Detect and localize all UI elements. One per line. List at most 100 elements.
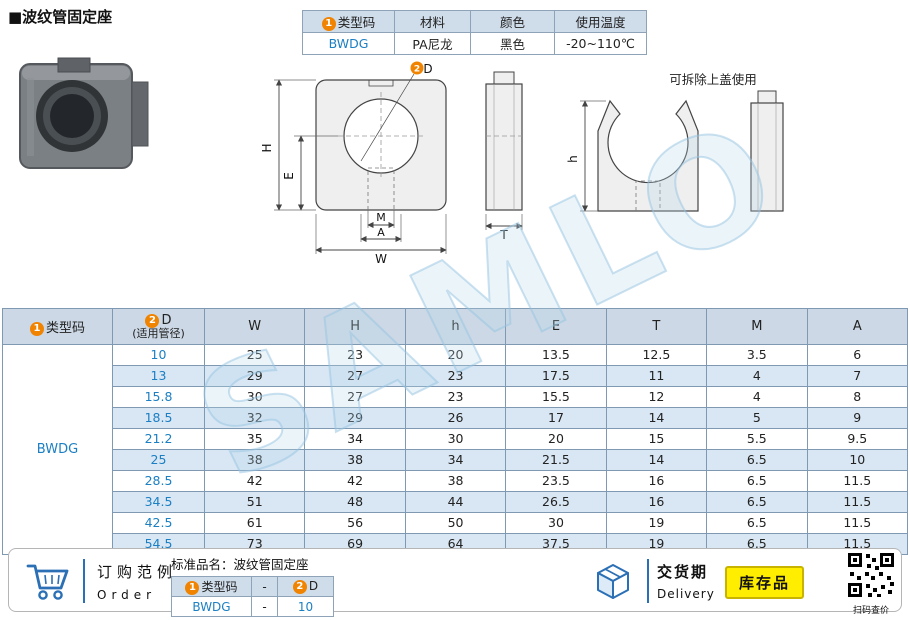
dim-value-cell: 14 — [605, 407, 708, 429]
order-label-en: Order — [97, 588, 157, 602]
dim-value-cell: 29 — [203, 365, 306, 387]
dim-value-cell: 16 — [605, 470, 708, 492]
dim-value-cell: 15 — [605, 428, 708, 450]
dim-value-cell: 42 — [304, 470, 406, 492]
dim-value-cell: 5 — [706, 407, 808, 429]
dim-value-cell: 4 — [706, 365, 808, 387]
order-code-type-value: BWDG — [171, 596, 252, 617]
spec-value-temperature: -20~110℃ — [554, 32, 647, 55]
dim-value-cell: 42 — [203, 470, 306, 492]
order-code-d-value: 10 — [277, 596, 334, 617]
dim-value-cell: 50 — [404, 512, 507, 534]
spec-value-material: PA尼龙 — [394, 32, 471, 55]
spec-header-color: 颜色 — [470, 10, 555, 33]
order-code-separator: - — [251, 596, 278, 617]
technical-drawing: 2 D H E M A W T 可拆除上盖使用 h — [260, 61, 784, 266]
badge-2-icon: 2 — [145, 314, 160, 328]
d-value-cell: 18.5 — [112, 407, 205, 429]
dim-value-cell: 23.5 — [505, 470, 607, 492]
dim-value-cell: 30 — [404, 428, 507, 450]
dim-value-cell: 56 — [304, 512, 406, 534]
dim-value-cell: 11.5 — [806, 470, 909, 492]
dim-value-cell: 15.5 — [505, 386, 607, 408]
drawing-dim-d: D — [423, 62, 432, 76]
dim-value-cell: 11.5 — [806, 512, 909, 534]
drawing-dim-H: H — [260, 143, 274, 152]
dim-value-cell: 16 — [605, 491, 708, 513]
d-value-cell: 10 — [112, 344, 205, 366]
order-label-cn: 订购范例 — [97, 563, 178, 581]
dim-value-cell: 20 — [404, 344, 507, 366]
photo-top-slot — [57, 57, 91, 73]
photo-top-face — [22, 66, 130, 80]
d-value-cell: 25 — [112, 449, 205, 471]
dim-value-cell: 6.5 — [706, 512, 808, 534]
badge-1-icon: 1 — [185, 581, 200, 595]
dim-value-cell: 34 — [304, 428, 406, 450]
dim-value-cell: 4 — [706, 386, 808, 408]
dim-value-cell: 44 — [404, 491, 507, 513]
drawing-dim-E: E — [282, 172, 296, 180]
dim-value-cell: 6.5 — [706, 449, 808, 471]
col-header-M: M — [706, 308, 808, 345]
dim-value-cell: 20 — [505, 428, 607, 450]
dim-value-cell: 6 — [806, 344, 909, 366]
delivery-divider — [647, 559, 649, 603]
dim-value-cell: 9 — [806, 407, 909, 429]
dim-value-cell: 9.5 — [806, 428, 909, 450]
dim-value-cell: 5.5 — [706, 428, 808, 450]
drawing-dim-M: M — [376, 211, 386, 224]
col-header-W: W — [203, 308, 306, 345]
spec-table-value-row: BWDG PA尼龙 黑色 -20~110℃ — [302, 32, 647, 55]
dim-value-cell: 12 — [605, 386, 708, 408]
dim-value-cell: 30 — [505, 512, 607, 534]
dim-value-cell: 17 — [505, 407, 607, 429]
dim-value-cell: 26.5 — [505, 491, 607, 513]
qr-caption: 扫码查价 — [852, 606, 889, 616]
dim-value-cell: 25 — [203, 344, 306, 366]
drawing-note: 可拆除上盖使用 — [669, 72, 757, 87]
dim-value-cell: 61 — [203, 512, 306, 534]
col-header-T: T — [605, 308, 708, 345]
dim-value-cell: 30 — [203, 386, 306, 408]
qr-code — [846, 551, 896, 599]
drawing-dim-T: T — [499, 228, 508, 242]
dim-value-cell: 26 — [404, 407, 507, 429]
dim-value-cell: 21.5 — [505, 449, 607, 471]
dim-value-cell: 6.5 — [706, 470, 808, 492]
dim-value-cell: 23 — [404, 386, 507, 408]
d-value-cell: 13 — [112, 365, 205, 387]
dim-value-cell: 14 — [605, 449, 708, 471]
badge-1-icon: 1 — [29, 322, 44, 336]
spec-header-temperature: 使用温度 — [554, 10, 647, 33]
stock-badge: 库存品 — [725, 566, 805, 599]
dim-value-cell: 8 — [806, 386, 909, 408]
col-header-h: h — [404, 308, 507, 345]
dim-value-cell: 10 — [806, 449, 909, 471]
d-value-cell: 34.5 — [112, 491, 205, 513]
package-icon — [597, 564, 629, 599]
dim-value-cell: 6.5 — [706, 491, 808, 513]
dim-value-cell: 17.5 — [505, 365, 607, 387]
dim-value-cell: 38 — [304, 449, 406, 471]
page-title: ■波纹管固定座 — [8, 8, 113, 26]
dim-value-cell: 34 — [404, 449, 507, 471]
drawing-dim-W: W — [375, 252, 387, 266]
d-value-cell: 15.8 — [112, 386, 205, 408]
delivery-label-cn: 交货期 — [657, 563, 709, 581]
order-code-separator: - — [251, 576, 278, 597]
col-header-H: H — [304, 308, 406, 345]
